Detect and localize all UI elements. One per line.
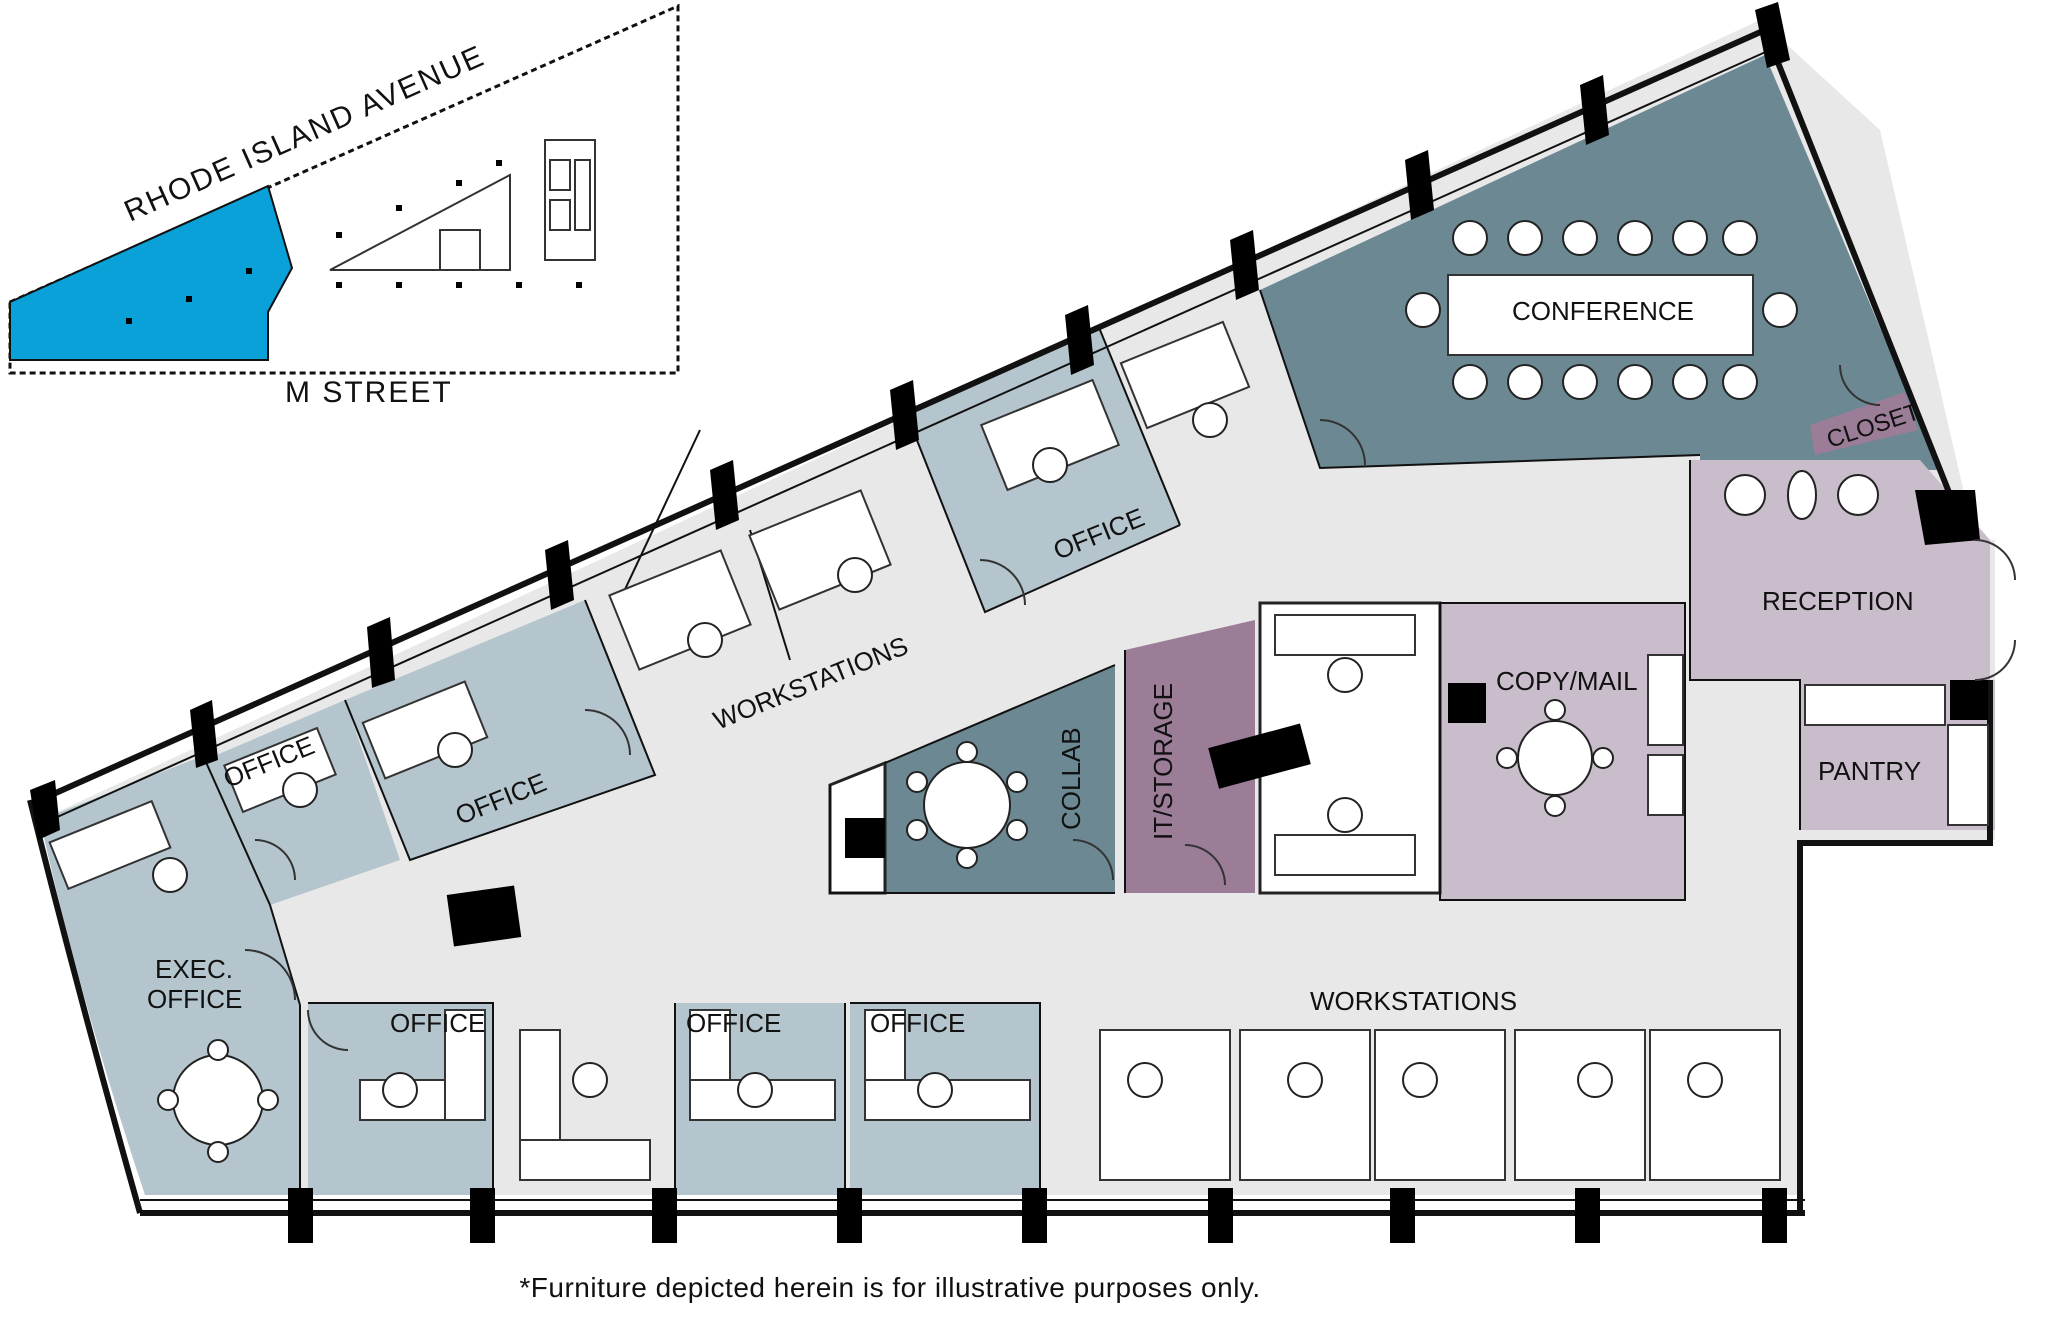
label-it-storage: IT/STORAGE: [1148, 683, 1178, 840]
exterior-wall-west-curve: [27, 799, 143, 1214]
label-collab: COLLAB: [1056, 727, 1086, 830]
label-reception: RECEPTION: [1762, 586, 1914, 616]
key-plan: RHODE ISLAND AVENUE M STREET: [8, 3, 680, 409]
key-plan-columns: [126, 160, 582, 324]
label-workstations-bottom: WORKSTATIONS: [1310, 986, 1517, 1016]
label-exec-office-1: EXEC.: [155, 954, 233, 984]
conference-furniture: [1405, 220, 1798, 400]
collab-furniture: [906, 741, 1028, 869]
it-storage-room: [1125, 620, 1255, 893]
exec-office-furniture: [157, 1039, 279, 1163]
label-copy-mail: COPY/MAIL: [1496, 666, 1638, 696]
interior-partitions: [204, 289, 1801, 1195]
pantry-furniture: [1804, 684, 1989, 826]
conference-table: [1447, 274, 1754, 356]
reception-room: [1690, 460, 1990, 680]
closet-room: [1810, 392, 1918, 455]
conference-chairs: [1405, 220, 1798, 400]
key-plan-core: [329, 139, 596, 271]
label-exec-office-2: OFFICE: [147, 984, 242, 1014]
conference-room: [1260, 55, 1940, 470]
label-conference: CONFERENCE: [1512, 296, 1694, 326]
label-pantry: PANTRY: [1818, 756, 1921, 786]
label-office-bottom-1: OFFICE: [390, 1008, 485, 1038]
door-swings: [244, 364, 2016, 1051]
copy-mail-furniture: [1496, 654, 1684, 817]
facade-columns: [30, 2, 1988, 1243]
reception-furniture: [1724, 470, 1879, 520]
office-desks: [48, 320, 1781, 1181]
label-office-bottom-2: OFFICE: [686, 1008, 781, 1038]
exterior-wall-southeast: [1797, 680, 1993, 1213]
office-top-mid: [345, 600, 655, 860]
exterior-wall-east: [1762, 28, 1963, 522]
street-m-street: M STREET: [285, 376, 453, 409]
label-office-bottom-3: OFFICE: [870, 1008, 965, 1038]
office-chairs: [152, 402, 1723, 1108]
key-plan-suite-highlight: [9, 184, 294, 361]
furniture-disclaimer: *Furniture depicted herein is for illust…: [519, 1272, 1261, 1303]
